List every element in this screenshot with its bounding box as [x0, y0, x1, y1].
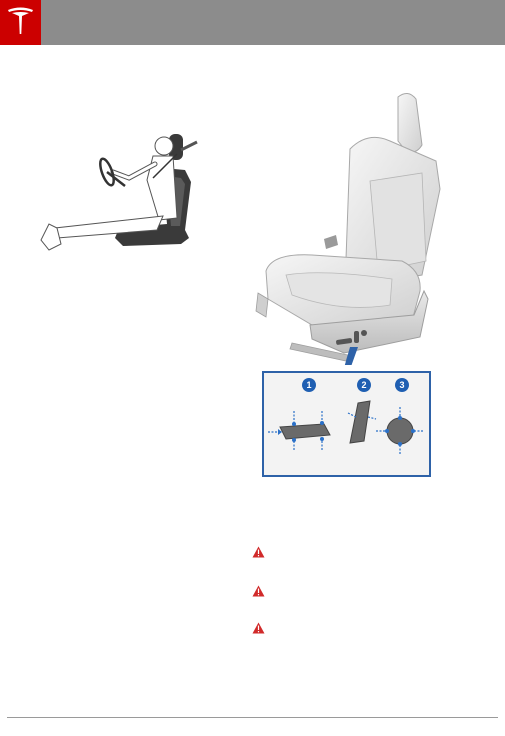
seat-controls-inset: 1 2 3 — [262, 371, 431, 477]
warning-triangle-icon — [252, 622, 265, 634]
footer-divider — [7, 717, 498, 718]
driver-seating-position-illustration — [40, 134, 198, 251]
warning-triangle-icon — [252, 585, 265, 597]
brand-logo — [0, 0, 41, 45]
warning-triangle-icon — [252, 546, 265, 558]
tesla-t-logo-icon — [8, 7, 33, 34]
callout-badge-3: 3 — [395, 378, 409, 392]
front-seat-illustration — [255, 93, 441, 365]
callout-badge-2: 2 — [357, 378, 371, 392]
page-header — [0, 0, 505, 45]
callout-badge-1: 1 — [302, 378, 316, 392]
seat-control-buttons-icon — [268, 400, 424, 455]
